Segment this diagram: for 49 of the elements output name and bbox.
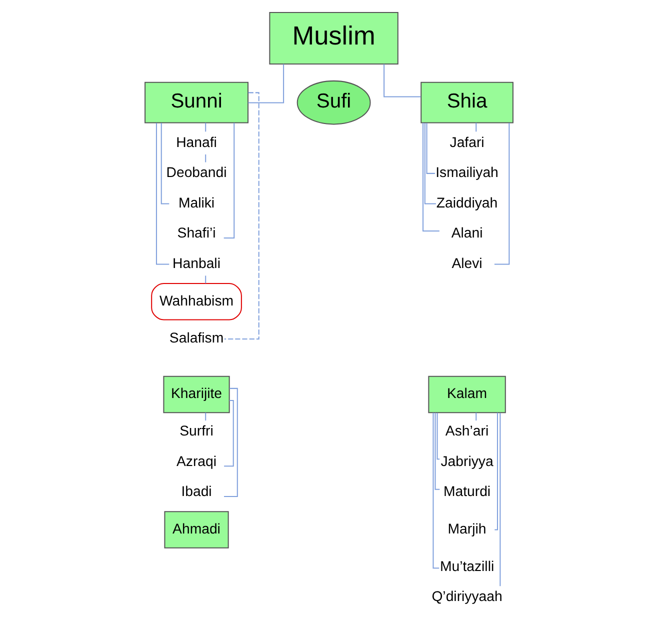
node-text: Ibadi (180, 483, 212, 500)
connector (204, 276, 206, 284)
node-text: Maliki (178, 194, 214, 210)
connector (494, 123, 510, 265)
node-text: Maturdi (442, 483, 490, 500)
node-text: Hanbali (172, 255, 220, 272)
connector (494, 412, 498, 530)
node-text: Jabriyya (440, 452, 493, 469)
node-ellipse: Sufi (296, 80, 370, 125)
node-text: Zaiddiyah (436, 194, 498, 210)
node-text: Ismailiyah (435, 164, 498, 180)
node-text: Salafism (168, 330, 224, 346)
node-text: Q’diriyyaah (431, 588, 502, 604)
connector (475, 122, 476, 132)
node-text: Deobandi (166, 164, 226, 180)
node-box: Shia (420, 82, 513, 124)
node-text: Ash’ari (444, 422, 488, 439)
connector (434, 412, 440, 490)
node-text: Shafi’i (176, 224, 216, 241)
connector (436, 412, 440, 460)
connector (424, 123, 436, 204)
connector (204, 154, 206, 162)
connector (499, 412, 500, 586)
connector (248, 64, 284, 104)
node-box: Kalam (428, 376, 506, 414)
connector (383, 64, 420, 98)
node-text: Alevi (451, 255, 482, 272)
node-text: Marjih (447, 520, 486, 536)
connector (204, 122, 206, 132)
node-box: Kharijite (162, 376, 230, 414)
connector (155, 123, 169, 265)
connector (224, 92, 259, 340)
connector (224, 388, 238, 497)
node-text: Surfri (179, 422, 213, 439)
connector (475, 412, 476, 421)
node-text: Mu’tazilli (439, 558, 494, 574)
node-text: Hanafi (176, 134, 216, 150)
node-box: Ahmadi (164, 511, 228, 548)
node-text: Azraqi (176, 452, 216, 469)
connector (204, 412, 206, 421)
node-text: Alani (450, 224, 482, 241)
connector (224, 400, 234, 467)
node-box: Wahhabism (150, 282, 242, 320)
node-text: Jafari (449, 134, 484, 150)
node-box: Sunni (144, 82, 248, 124)
connector (426, 123, 434, 174)
connector (422, 122, 439, 232)
connector (160, 123, 169, 204)
node-box: Muslim (268, 12, 398, 64)
